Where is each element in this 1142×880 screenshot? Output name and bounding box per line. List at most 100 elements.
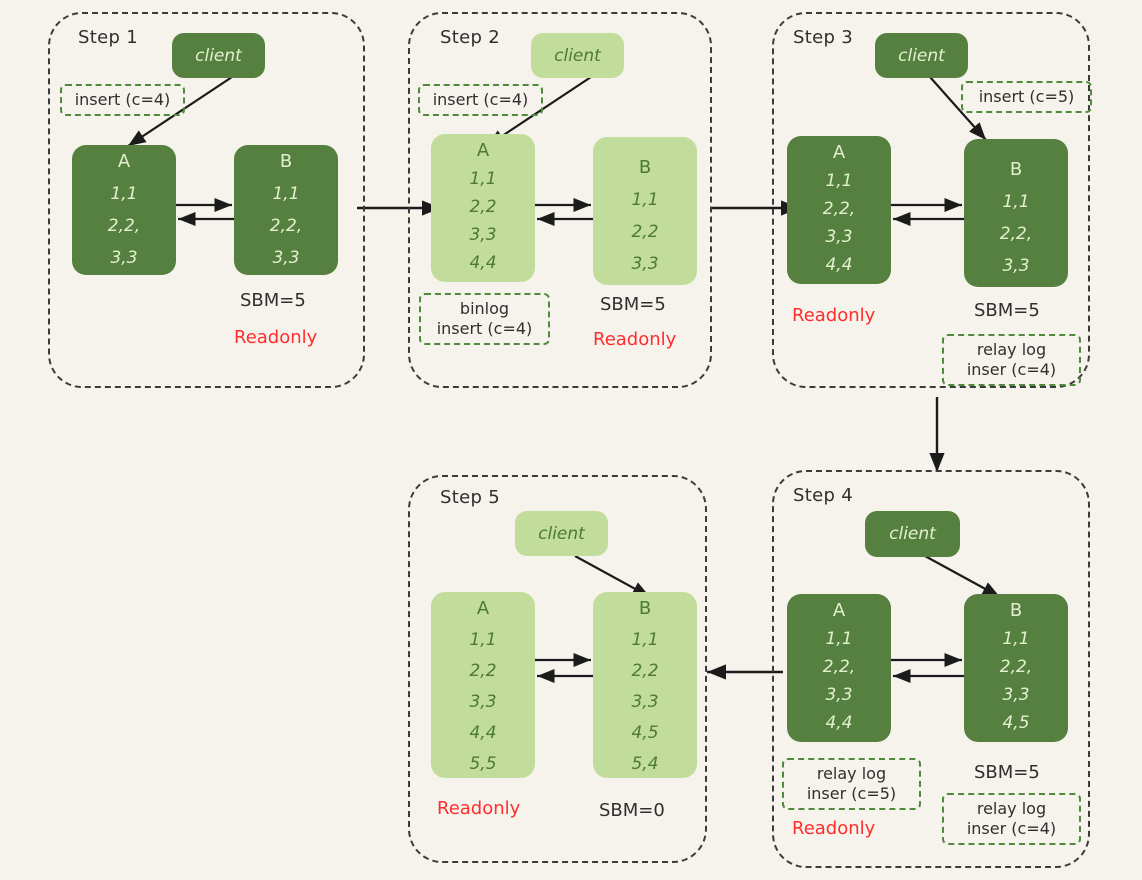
step-title-step5: Step 5 <box>440 487 500 508</box>
db-node-label: A <box>832 142 846 163</box>
step-panel-step3[interactable] <box>772 12 1090 388</box>
note-insert-step2: insert (c=4) <box>418 84 543 116</box>
db-node-label: B <box>1009 159 1023 180</box>
note-line: insert (c=4) <box>436 319 533 338</box>
note-line: relay log <box>816 764 887 783</box>
readonly-label-step3: Readonly <box>792 305 876 326</box>
step-title-step4: Step 4 <box>793 485 853 506</box>
db-row: 3,3 <box>1002 685 1030 705</box>
db-node-step3-b[interactable]: B 1,1 2,2, 3,3 <box>964 139 1068 287</box>
db-row: 2,2, <box>999 657 1033 677</box>
db-row: 5,5 <box>469 754 497 774</box>
db-node-step4-b[interactable]: B 1,1 2,2, 3,3 4,5 <box>964 594 1068 742</box>
readonly-label-step5: Readonly <box>437 798 521 819</box>
db-row: 3,3 <box>825 227 853 247</box>
step-panel-step4[interactable] <box>772 470 1090 868</box>
db-row: 2,2, <box>269 216 303 236</box>
db-row: 2,2, <box>822 199 856 219</box>
client-box-step3[interactable]: client <box>875 33 968 78</box>
db-node-label: A <box>832 600 846 621</box>
client-box-step1[interactable]: client <box>172 33 265 78</box>
sbm-label-step2: SBM=5 <box>600 294 666 315</box>
db-row: 1,1 <box>110 184 138 204</box>
db-row: 4,4 <box>469 723 497 743</box>
db-row: 1,1 <box>1002 192 1030 212</box>
db-row: 3,3 <box>272 248 300 268</box>
step-panel-step2[interactable] <box>408 12 712 388</box>
db-node-step4-a[interactable]: A 1,1 2,2, 3,3 4,4 <box>787 594 891 742</box>
note-insert-step3: insert (c=5) <box>961 81 1092 113</box>
client-box-step5[interactable]: client <box>515 511 608 556</box>
db-node-step5-b[interactable]: B 1,1 2,2 3,3 4,5 5,4 <box>593 592 697 778</box>
db-row: 3,3 <box>469 225 497 245</box>
note-line: inser (c=4) <box>966 819 1057 838</box>
db-node-step1-b[interactable]: B 1,1 2,2, 3,3 <box>234 145 338 275</box>
db-row: 1,1 <box>469 630 497 650</box>
note-line: insert (c=4) <box>74 90 171 109</box>
db-row: 1,1 <box>825 171 853 191</box>
step-title-step3: Step 3 <box>793 27 853 48</box>
db-row: 3,3 <box>110 248 138 268</box>
sbm-label-step3: SBM=5 <box>974 300 1040 321</box>
note-relaylog-step4-a: relay log inser (c=5) <box>782 758 921 810</box>
db-row: 1,1 <box>825 629 853 649</box>
db-row: 4,4 <box>825 713 853 733</box>
note-relaylog-step4-b: relay log inser (c=4) <box>942 793 1081 845</box>
db-row: 4,4 <box>469 253 497 273</box>
db-node-step2-a[interactable]: A 1,1 2,2 3,3 4,4 <box>431 134 535 282</box>
sbm-label-step4: SBM=5 <box>974 762 1040 783</box>
sbm-label-step5: SBM=0 <box>599 800 665 821</box>
db-row: 2,2 <box>631 661 659 681</box>
note-relaylog-step3: relay log inser (c=4) <box>942 334 1081 386</box>
db-node-label: B <box>638 157 652 178</box>
step-title-step2: Step 2 <box>440 27 500 48</box>
db-row: 3,3 <box>1002 256 1030 276</box>
db-row: 2,2, <box>999 224 1033 244</box>
note-line: relay log <box>976 799 1047 818</box>
note-line: insert (c=5) <box>978 87 1075 106</box>
note-insert-step1: insert (c=4) <box>60 84 185 116</box>
db-row: 3,3 <box>469 692 497 712</box>
db-row: 3,3 <box>825 685 853 705</box>
db-row: 3,3 <box>631 254 659 274</box>
db-row: 2,2, <box>822 657 856 677</box>
step-panel-step5[interactable] <box>408 475 707 863</box>
db-row: 5,4 <box>631 754 659 774</box>
db-row: 1,1 <box>469 169 497 189</box>
client-box-step4[interactable]: client <box>865 511 960 557</box>
step-panel-step1[interactable] <box>48 12 365 388</box>
sbm-label-step1: SBM=5 <box>240 290 306 311</box>
note-line: relay log <box>976 340 1047 359</box>
note-line: inser (c=5) <box>806 784 897 803</box>
db-node-step3-a[interactable]: A 1,1 2,2, 3,3 4,4 <box>787 136 891 284</box>
db-row: 2,2, <box>107 216 141 236</box>
db-node-step5-a[interactable]: A 1,1 2,2 3,3 4,4 5,5 <box>431 592 535 778</box>
db-row: 4,5 <box>1002 713 1030 733</box>
readonly-label-step4: Readonly <box>792 818 876 839</box>
db-row: 4,5 <box>631 723 659 743</box>
step-title-step1: Step 1 <box>78 27 138 48</box>
db-node-step1-a[interactable]: A 1,1 2,2, 3,3 <box>72 145 176 275</box>
db-row: 4,4 <box>825 255 853 275</box>
db-row: 3,3 <box>631 692 659 712</box>
note-binlog-step2: binlog insert (c=4) <box>419 293 550 345</box>
db-node-label: B <box>279 151 293 172</box>
readonly-label-step2: Readonly <box>593 329 677 350</box>
db-row: 1,1 <box>631 630 659 650</box>
readonly-label-step1: Readonly <box>234 327 318 348</box>
note-line: inser (c=4) <box>966 360 1057 379</box>
note-line: binlog <box>459 299 510 318</box>
db-node-label: A <box>117 151 131 172</box>
db-node-label: A <box>476 140 490 161</box>
db-node-label: A <box>476 598 490 619</box>
db-row: 1,1 <box>1002 629 1030 649</box>
db-node-step2-b[interactable]: B 1,1 2,2 3,3 <box>593 137 697 285</box>
db-row: 2,2 <box>631 222 659 242</box>
db-node-label: B <box>1009 600 1023 621</box>
db-row: 1,1 <box>272 184 300 204</box>
client-box-step2[interactable]: client <box>531 33 624 78</box>
db-node-label: B <box>638 598 652 619</box>
db-row: 2,2 <box>469 197 497 217</box>
db-row: 2,2 <box>469 661 497 681</box>
